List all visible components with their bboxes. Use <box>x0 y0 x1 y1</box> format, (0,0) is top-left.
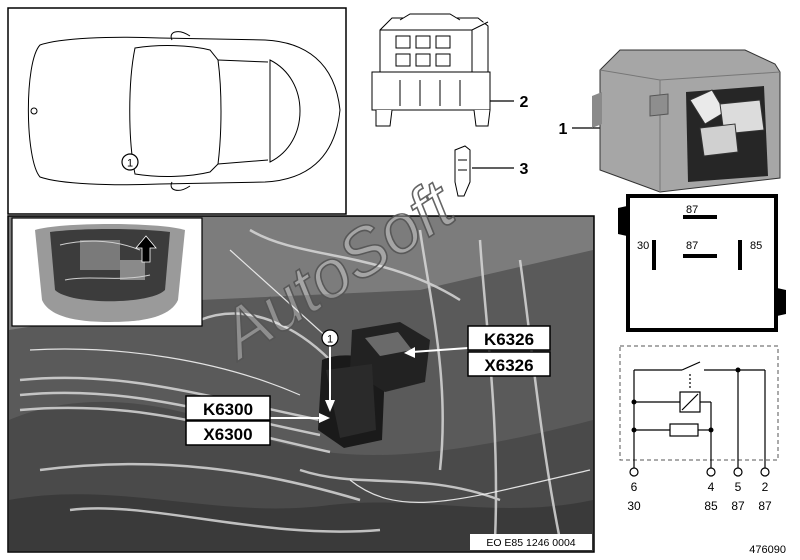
pin-87-center <box>683 254 717 258</box>
terminal-name-87a: 87 <box>731 499 745 513</box>
terminal-2 <box>760 467 770 477</box>
photo-location-callout: 1 <box>327 334 333 346</box>
part-leaders <box>472 100 600 169</box>
relay-pinout: 87 30 87 85 <box>618 194 786 332</box>
terminal-4 <box>706 467 716 477</box>
label-k6300: K6300 <box>185 395 271 421</box>
pin-87-top <box>683 215 717 219</box>
svg-text:X6300: X6300 <box>203 425 252 444</box>
terminal-number-5: 5 <box>735 480 742 494</box>
schematic-dashed-box <box>619 345 779 461</box>
pin-85 <box>738 240 742 270</box>
pin-label-87-center: 87 <box>686 240 698 252</box>
photo-caption: EO E85 1246 0004 <box>470 534 592 550</box>
car-panel-frame <box>7 7 347 215</box>
pin-label-87-top: 87 <box>686 204 698 216</box>
photo-texture <box>9 217 593 551</box>
pinout-tab-left <box>618 206 627 236</box>
relay-schematic: 6 4 5 2 30 85 87 87 <box>619 345 779 513</box>
label-x6300: X6300 <box>185 420 271 446</box>
svg-text:EO E85 1246 0004: EO E85 1246 0004 <box>486 537 575 549</box>
connector-housing-drawing <box>371 13 491 127</box>
label-x6326: X6326 <box>467 351 551 377</box>
terminal-6 <box>629 467 639 477</box>
terminal-number-4: 4 <box>708 480 715 494</box>
label-k6326: K6326 <box>467 325 551 351</box>
part-callout-1: 1 <box>559 121 568 138</box>
car-location-marker <box>121 153 139 171</box>
part-callout-3: 3 <box>520 161 529 178</box>
svg-text:X6326: X6326 <box>484 356 533 375</box>
terminal-number-6: 6 <box>631 480 638 494</box>
terminal-pin-drawing <box>454 145 471 197</box>
inset-photo <box>11 217 203 327</box>
svg-text:K6326: K6326 <box>484 330 534 349</box>
terminal-name-30: 30 <box>627 499 641 513</box>
terminal-number-2: 2 <box>762 480 769 494</box>
pin-30 <box>652 240 656 270</box>
pin-label-85: 85 <box>750 240 762 252</box>
pinout-tab-right <box>777 288 786 316</box>
terminal-name-87b: 87 <box>758 499 772 513</box>
car-location-panel: 1 <box>7 7 347 215</box>
relay-drawing <box>592 49 781 193</box>
svg-text:K6300: K6300 <box>203 400 253 419</box>
pin-label-30: 30 <box>637 240 649 252</box>
part-callout-2: 2 <box>520 94 529 111</box>
photo-location-marker <box>321 329 339 347</box>
photo-pointer-arrows <box>270 346 469 423</box>
terminal-5 <box>733 467 743 477</box>
car-location-callout: 1 <box>127 158 133 170</box>
car-outline-icon <box>27 31 341 191</box>
installation-photo: 1 K6326 X6326 K6300 X6300 EO E85 1246 00… <box>7 215 595 553</box>
inset-arrow-icon <box>135 235 157 263</box>
terminal-name-85: 85 <box>704 499 718 513</box>
diagram-part-number: 476090 <box>749 544 786 556</box>
